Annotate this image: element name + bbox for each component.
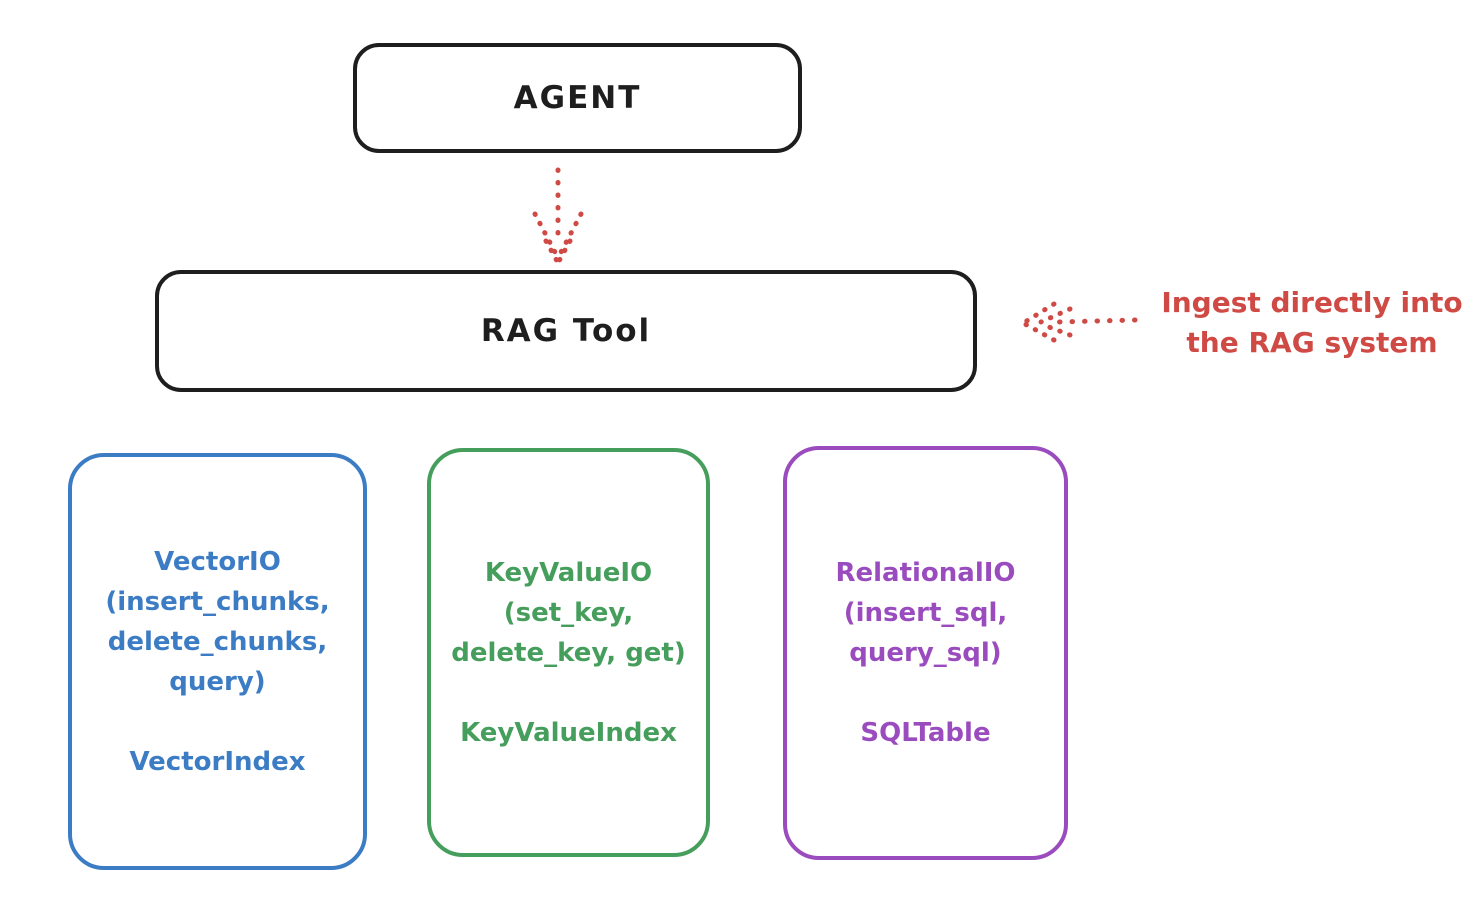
annotation-to-rag-arrow [1022,301,1138,343]
store-methods-line: (insert_chunks, [105,586,330,617]
store-methods-line: delete_chunks, [107,626,328,657]
ingest-annotation-line2: the RAG system [1186,326,1438,359]
store-title-line: KeyValueIO [484,557,653,588]
rag-tool-box: RAG Tool [155,270,977,392]
store-methods-line: query_sql) [849,638,1002,668]
rag-tool-label: RAG Tool [480,313,652,349]
store-index-label: VectorIndex [129,746,306,777]
store-card-key-value-io: KeyValueIO (set_key, delete_key, get) Ke… [427,448,710,857]
agent-label: AGENT [513,80,642,116]
ingest-annotation: Ingest directly into the RAG system [1140,283,1484,363]
store-methods-line: (insert_sql, [843,598,1008,628]
agent-to-rag-arrow [532,167,584,264]
store-title-line: RelationalIO [835,558,1016,588]
store-card-relational-io: RelationalIO (insert_sql, query_sql) SQL… [783,446,1068,860]
store-title-line: VectorIO [154,546,281,577]
agent-box: AGENT [353,43,802,153]
store-card-vector-io: VectorIO (insert_chunks, delete_chunks, … [68,453,367,870]
ingest-annotation-line1: Ingest directly into [1161,286,1463,319]
store-index-label: KeyValueIndex [460,717,677,748]
store-methods-line: query) [169,666,266,697]
store-index-label: SQLTable [860,718,991,748]
store-methods-line: (set_key, [503,597,634,628]
store-methods-line: delete_key, get) [451,637,686,668]
